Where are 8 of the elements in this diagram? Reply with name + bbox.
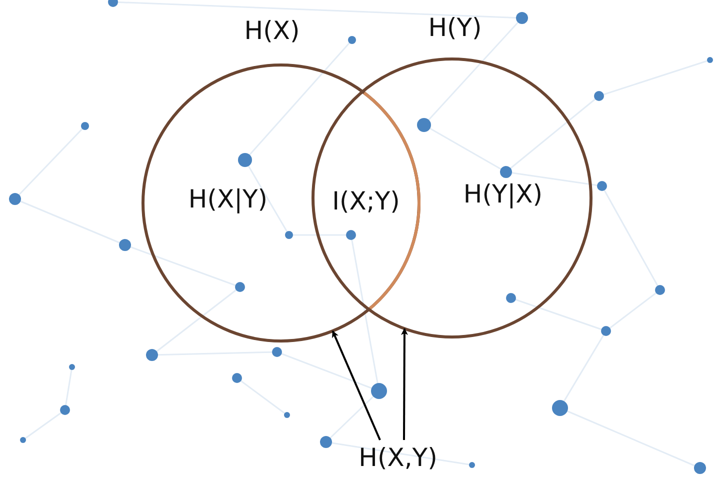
arrow — [400, 328, 408, 440]
arrow — [332, 330, 381, 440]
set-heading: H(Y) — [428, 15, 482, 40]
joint-entropy-label: H(X,Y) — [343, 440, 453, 474]
region-label: H(Y|X) — [463, 182, 543, 206]
region-label: H(X|Y) — [188, 186, 268, 212]
set-heading: H(X) — [244, 18, 300, 43]
intersection-label: I(X;Y) — [332, 188, 400, 214]
